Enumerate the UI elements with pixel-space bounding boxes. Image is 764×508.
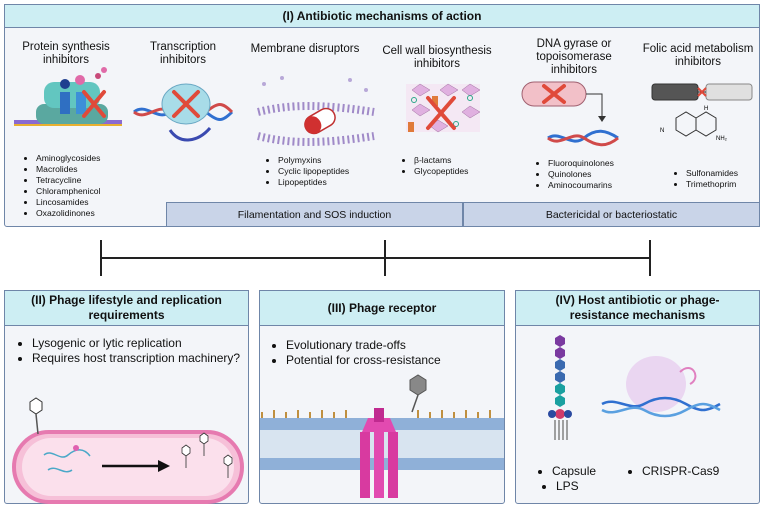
list-item: Requires host transcription machinery?	[32, 351, 258, 365]
list-item: Polymyxins	[278, 155, 349, 166]
list-item: Trimethoprim	[686, 179, 738, 190]
phage-receptor-header: (III) Phage receptor	[259, 290, 505, 326]
list-item: Glycopeptides	[414, 166, 468, 177]
host-resistance-right-list: CRISPR-Cas9	[624, 464, 719, 479]
list-item: Oxazolidinones	[36, 208, 101, 219]
list-item: Evolutionary trade-offs	[286, 338, 516, 352]
bactericidal-bar: Bactericidal or bacteriostatic	[463, 202, 760, 227]
category-title-protein-synthesis: Protein synthesis inhibitors	[22, 41, 110, 66]
list-item: Chloramphenicol	[36, 186, 101, 197]
phage-receptor-list: Evolutionary trade-offs Potential for cr…	[268, 338, 516, 368]
list-item: Aminocoumarins	[548, 180, 614, 191]
list-item: β-lactams	[414, 155, 468, 166]
category-title-cell-wall: Cell wall biosynthesis inhibitors	[382, 45, 492, 70]
list-item: CRISPR-Cas9	[642, 464, 719, 478]
category-title-dna-gyrase: DNA gyrase or topoisomerase inhibitors	[536, 38, 612, 76]
list-item: Lysogenic or lytic replication	[32, 336, 258, 350]
list-item: Quinolones	[548, 169, 614, 180]
list-item: LPS	[556, 479, 596, 493]
list-item: Capsule	[552, 464, 596, 478]
cell-wall-list: β-lactams Glycopeptides	[400, 155, 468, 177]
filamentation-bar: Filamentation and SOS induction	[166, 202, 463, 227]
antibiotic-mechanisms-panel	[4, 4, 760, 227]
list-item: Fluoroquinolones	[548, 158, 614, 169]
list-item: Tetracycline	[36, 175, 101, 186]
host-resistance-header: (IV) Host antibiotic or phage-resistance…	[515, 290, 760, 326]
category-title-membrane: Membrane disruptors	[250, 43, 360, 55]
list-item: Cyclic lipopeptides	[278, 166, 349, 177]
host-resistance-left-list: Capsule LPS	[530, 464, 596, 494]
list-item: Potential for cross-resistance	[286, 353, 516, 367]
dna-gyrase-list: Fluoroquinolones Quinolones Aminocoumari…	[534, 158, 614, 191]
phage-lifestyle-list: Lysogenic or lytic replication Requires …	[14, 336, 258, 366]
category-title-transcription: Transcription inhibitors	[149, 41, 217, 66]
category-title-folic-acid: Folic acid metabolism inhibitors	[642, 43, 754, 68]
list-item: Macrolides	[36, 164, 101, 175]
list-item: Lincosamides	[36, 197, 101, 208]
list-item: Aminoglycosides	[36, 153, 101, 164]
list-item: Lipopeptides	[278, 177, 349, 188]
folic-acid-list: Sulfonamides Trimethoprim	[672, 168, 738, 190]
antibiotic-mechanisms-header: (I) Antibiotic mechanisms of action	[4, 4, 760, 28]
phage-lifestyle-header: (II) Phage lifestyle and replication req…	[4, 290, 249, 326]
membrane-disruptors-list: Polymyxins Cyclic lipopeptides Lipopepti…	[264, 155, 349, 188]
protein-synthesis-list: Aminoglycosides Macrolides Tetracycline …	[22, 153, 101, 219]
list-item: Sulfonamides	[686, 168, 738, 179]
